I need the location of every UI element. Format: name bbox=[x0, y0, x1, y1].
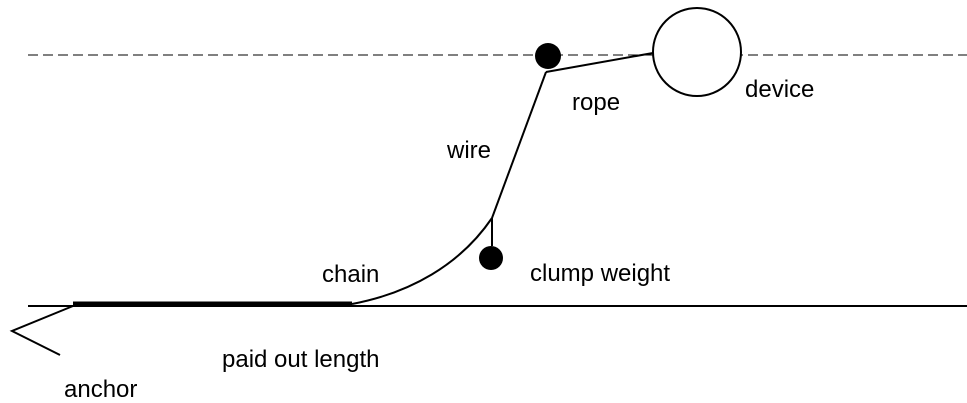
wire-label: wire bbox=[446, 137, 491, 164]
anchor-label: anchor bbox=[64, 376, 137, 403]
buoy bbox=[535, 43, 561, 69]
wire-line bbox=[491, 71, 547, 219]
device-circle bbox=[652, 7, 742, 97]
chain-label: chain bbox=[322, 261, 379, 288]
rope-line bbox=[545, 52, 654, 73]
clump-weight bbox=[479, 246, 503, 270]
paid-out-length-label: paid out length bbox=[222, 346, 379, 373]
clump-weight-label: clump weight bbox=[530, 260, 670, 287]
rope-label: rope bbox=[572, 89, 620, 116]
device-label: device bbox=[745, 76, 814, 103]
anchor-shape bbox=[9, 305, 74, 356]
chain-catenary bbox=[351, 217, 493, 305]
